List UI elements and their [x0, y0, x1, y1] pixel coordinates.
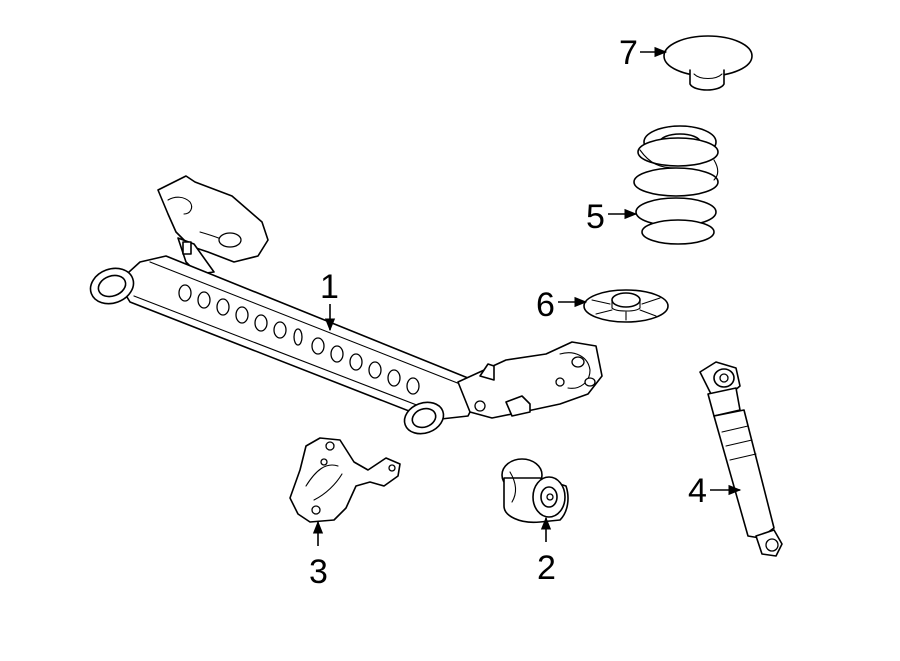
callout-4: 4: [688, 472, 707, 510]
bushing-part-2[interactable]: [501, 458, 569, 524]
callout-6: 6: [536, 286, 555, 324]
callout-2: 2: [537, 549, 556, 587]
callout-1: 1: [320, 268, 339, 306]
shock-absorber-part-4[interactable]: [699, 361, 783, 557]
axle-beam-part-1[interactable]: [86, 175, 603, 439]
spring-insulator-part-6[interactable]: [583, 289, 669, 323]
callout-5: 5: [586, 198, 605, 236]
coil-spring-part-5[interactable]: [633, 125, 719, 245]
bracket-part-3[interactable]: [289, 437, 401, 523]
cap-part-7[interactable]: [663, 35, 753, 91]
callout-7: 7: [619, 34, 638, 72]
callout-3: 3: [309, 553, 328, 591]
